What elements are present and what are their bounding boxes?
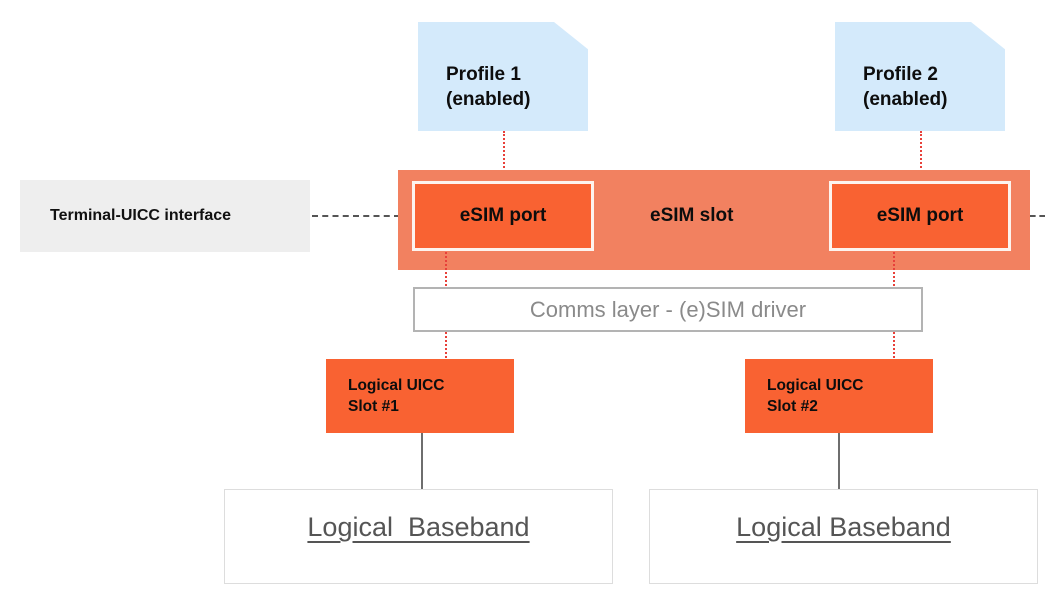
- profile-1-name: Profile 1: [446, 64, 521, 85]
- profile-2-name: Profile 2: [863, 64, 938, 85]
- comms-layer-label: Comms layer - (e)SIM driver: [529, 296, 807, 322]
- logical-uicc-slot-1: Logical UICC Slot #1: [326, 359, 514, 433]
- logical-baseband-1-label: Logical Baseband: [307, 512, 530, 542]
- esim-port-2: eSIM port: [829, 181, 1011, 251]
- connector-profile2-to-port2: [920, 131, 922, 183]
- logical-uicc-slot-1-line1: Logical UICC: [348, 377, 445, 394]
- logical-uicc-slot-2-line2: Slot #2: [767, 398, 818, 415]
- connector-profile1-to-port1: [503, 131, 505, 183]
- terminal-uicc-interface-box: Terminal-UICC interface: [20, 180, 310, 252]
- esim-port-1: eSIM port: [412, 181, 594, 251]
- logical-baseband-box-1: Logical Baseband: [224, 489, 613, 584]
- connector-terminal-to-slot: [312, 215, 400, 217]
- esim-port-2-label: eSIM port: [876, 205, 964, 226]
- logical-uicc-slot-2: Logical UICC Slot #2: [745, 359, 933, 433]
- logical-uicc-slot-1-line2: Slot #1: [348, 398, 399, 415]
- esim-port-1-label: eSIM port: [459, 205, 547, 226]
- connector-uicc1-to-baseband1: [421, 433, 423, 490]
- esim-slot-label: eSIM slot: [650, 205, 734, 226]
- comms-layer-box: Comms layer - (e)SIM driver: [413, 287, 923, 332]
- logical-baseband-box-2: Logical Baseband: [649, 489, 1038, 584]
- terminal-uicc-interface-label: Terminal-UICC interface: [50, 207, 232, 224]
- profile-1-state: (enabled): [446, 89, 531, 110]
- profile-2-state: (enabled): [863, 89, 948, 110]
- logical-uicc-slot-2-line1: Logical UICC: [767, 377, 864, 394]
- logical-baseband-2-label: Logical Baseband: [736, 512, 951, 542]
- profile-note-2: Profile 2 (enabled): [835, 22, 1005, 131]
- connector-slot-right-stub: [1030, 215, 1045, 217]
- connector-uicc2-to-baseband2: [838, 433, 840, 490]
- profile-note-1: Profile 1 (enabled): [418, 22, 588, 131]
